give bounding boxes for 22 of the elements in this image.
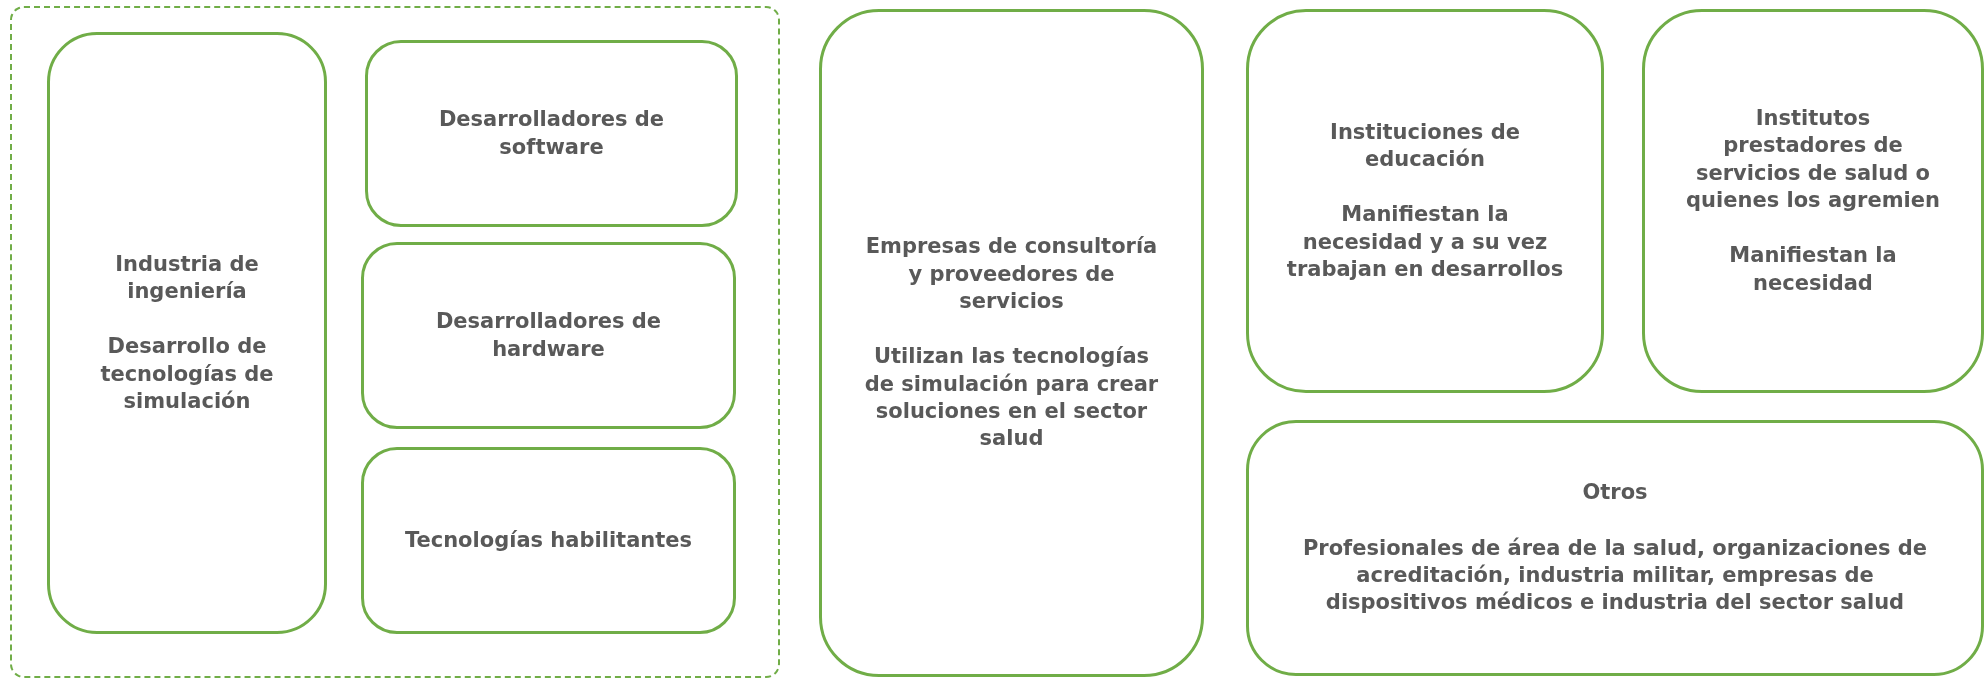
box-heading: Tecnologías habilitantes [404, 526, 693, 554]
rounded-box [47, 32, 327, 634]
box-description: Manifiestan la necesidad [1728, 242, 1898, 297]
box-description: Manifiestan la necesidad y a su vez trabajan en desarrollos [1285, 201, 1565, 283]
rounded-box [1246, 420, 1984, 676]
box-heading: Desarrolladores de software [437, 106, 666, 161]
rounded-box [361, 242, 736, 429]
box-heading: Instituciones de educación [1329, 118, 1521, 174]
box-heading: Desarrolladores de hardware [434, 308, 663, 363]
group-frame [10, 6, 780, 678]
box-heading: Institutos prestadores de servicios de salud o quienes los agremien [1685, 105, 1941, 214]
rounded-box [1642, 9, 1984, 393]
box-description: Utilizan las tecnologías de simulación para crear soluciones en el sector salud [863, 343, 1160, 453]
box-heading: Industria de ingeniería [114, 250, 260, 306]
box-heading: Empresas de consultoría y proveedores de servicios [864, 233, 1159, 316]
box-description: Profesionales de área de la salud, organizaciones de acreditación, industria militar, empresas de dispositivos médicos e industria del sector salud [1301, 534, 1929, 617]
box-heading: Otros [1582, 479, 1648, 507]
rounded-box [1246, 9, 1604, 393]
rounded-box [361, 447, 736, 634]
rounded-box [819, 9, 1204, 677]
rounded-box [365, 40, 738, 227]
box-description: Desarrollo de tecnologías de simulación [99, 333, 275, 415]
